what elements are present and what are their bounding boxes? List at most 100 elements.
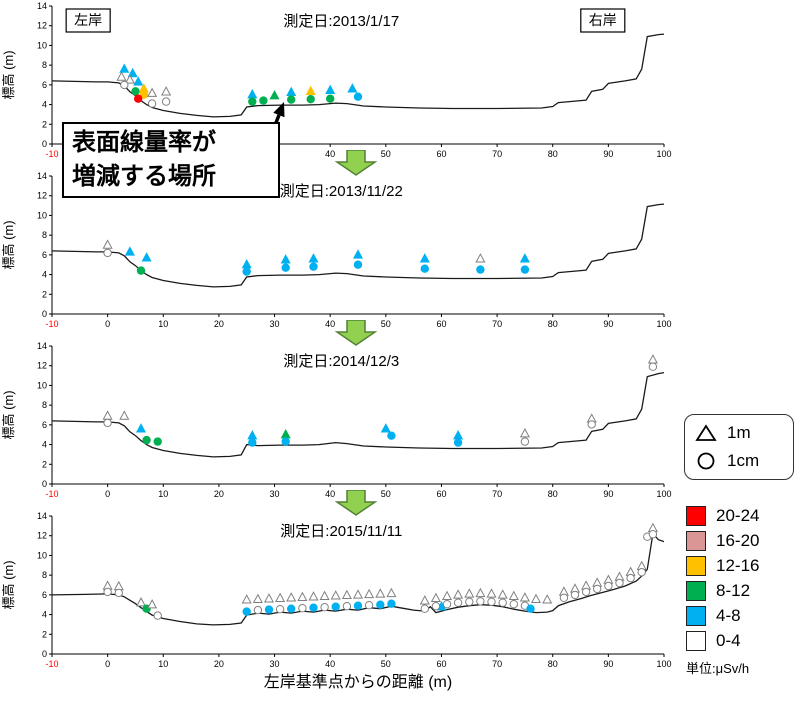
- marker-1m-4-8: [247, 430, 258, 440]
- marker-1m-0-4: [519, 592, 530, 602]
- marker-1cm-0-4: [275, 605, 285, 614]
- x-tick-label: 60: [436, 149, 446, 159]
- marker-1cm-4-8: [242, 607, 251, 616]
- terrain-profile: [51, 33, 665, 118]
- marker-1m-0-4: [508, 590, 519, 600]
- x-tick-label: 20: [214, 319, 224, 329]
- marker-1cm-4-8: [453, 438, 463, 447]
- y-tick-label: 0: [42, 309, 47, 319]
- marker-1m-0-4: [135, 597, 147, 607]
- marker-1m-0-4: [430, 592, 441, 602]
- x-tick-label: 50: [381, 659, 391, 669]
- y-tick-label: 8: [42, 60, 47, 70]
- y-tick-label: 10: [37, 550, 47, 560]
- x-tick-label: 10: [158, 659, 168, 669]
- y-tick-label: 4: [42, 440, 47, 450]
- marker-1cm-20-24: [134, 94, 143, 103]
- marker-1m-0-4: [475, 587, 486, 598]
- x-tick-label: -10: [45, 489, 58, 499]
- legend-1m-label: 1m: [727, 423, 751, 442]
- marker-1m-0-4: [386, 587, 397, 598]
- annotation-line1: 表面線量率が: [72, 129, 216, 156]
- x-tick-label: 50: [381, 489, 391, 499]
- right-bank-box: [580, 8, 626, 33]
- y-tick-label: 0: [42, 479, 47, 489]
- marker-1m-0-4: [147, 87, 158, 97]
- marker-1cm-0-4: [604, 581, 613, 591]
- y-tick-label: 4: [42, 610, 47, 620]
- x-tick-label: 40: [325, 149, 335, 159]
- marker-1cm-0-4: [615, 578, 624, 588]
- marker-1m-0-4: [275, 592, 286, 602]
- x-tick-label: 0: [105, 659, 110, 669]
- marker-1cm-0-4: [120, 80, 129, 90]
- y-axis-title: 標高 (m): [2, 220, 16, 269]
- y-tick-label: 4: [42, 100, 47, 110]
- marker-1cm-0-4: [114, 588, 124, 598]
- x-tick-label: 70: [492, 659, 502, 669]
- marker-1m-4-8: [241, 259, 252, 269]
- down-arrow-icon: [334, 490, 378, 516]
- y-tick-label: 0: [42, 649, 47, 659]
- x-tick-label: 60: [436, 319, 446, 329]
- marker-1m-0-4: [497, 589, 508, 599]
- x-tick-label: 40: [325, 489, 335, 499]
- legend-row-1cm: 1cm: [695, 451, 783, 471]
- marker-1cm-0-4: [648, 530, 658, 539]
- marker-1m-4-8: [308, 253, 319, 263]
- marker-1m-4-8: [325, 84, 336, 94]
- y-tick-label: 2: [42, 289, 47, 299]
- marker-1m-0-4: [475, 253, 486, 263]
- marker-1m-0-4: [375, 588, 386, 598]
- y-tick-label: 4: [42, 270, 47, 280]
- marker-1cm-4-8: [353, 260, 363, 269]
- marker-1m-4-8: [135, 423, 147, 433]
- x-tick-label: 90: [603, 489, 613, 499]
- marker-1cm-4-8: [242, 267, 251, 276]
- marker-1cm-4-8: [281, 263, 290, 272]
- legend-swatch: [686, 606, 706, 626]
- x-tick-label: -10: [45, 659, 58, 669]
- marker-1m-0-4: [119, 410, 130, 420]
- marker-1cm-0-4: [320, 603, 329, 612]
- y-tick-label: 12: [37, 531, 47, 541]
- marker-1m-8-12: [280, 429, 291, 439]
- marker-1cm-0-4: [342, 602, 352, 611]
- marker-1m-0-4: [542, 594, 553, 604]
- x-tick-label: 10: [158, 319, 168, 329]
- x-tick-label: 0: [105, 489, 110, 499]
- down-arrow-icon: [334, 320, 378, 346]
- marker-1cm-0-4: [570, 590, 580, 600]
- marker-1cm-0-4: [509, 600, 518, 609]
- marker-1m-0-4: [116, 71, 127, 81]
- marker-1m-0-4: [113, 580, 124, 591]
- x-tick-label: 0: [105, 319, 110, 329]
- y-axis-title: 標高 (m): [2, 50, 16, 99]
- x-tick-label: 70: [492, 319, 502, 329]
- panel-title: 測定日:2013/1/17: [283, 13, 399, 30]
- x-tick-label: 50: [381, 319, 391, 329]
- marker-1cm-0-4: [147, 99, 157, 108]
- marker-1m-0-4: [486, 588, 497, 598]
- marker-1cm-8-12: [287, 95, 296, 104]
- x-axis-label: 左岸基準点からの距離 (m): [263, 674, 453, 691]
- marker-1cm-0-4: [476, 597, 485, 606]
- circle-1cm-icon: [697, 452, 715, 470]
- y-tick-label: 6: [42, 590, 47, 600]
- marker-1m-4-8: [141, 252, 152, 262]
- y-tick-label: 14: [37, 171, 47, 181]
- down-arrow-shape: [334, 150, 378, 176]
- legend-band-label: 16-20: [716, 531, 760, 550]
- marker-1m-0-4: [647, 354, 658, 364]
- marker-1m-0-4: [453, 589, 464, 599]
- right-bank-label: 右岸: [589, 12, 617, 28]
- marker-1cm-0-4: [465, 597, 474, 607]
- marker-1cm-0-4: [253, 605, 263, 615]
- legend-swatch: [686, 506, 706, 526]
- unit-label: 単位:μSv/h: [686, 661, 750, 676]
- x-tick-label: 30: [270, 659, 280, 669]
